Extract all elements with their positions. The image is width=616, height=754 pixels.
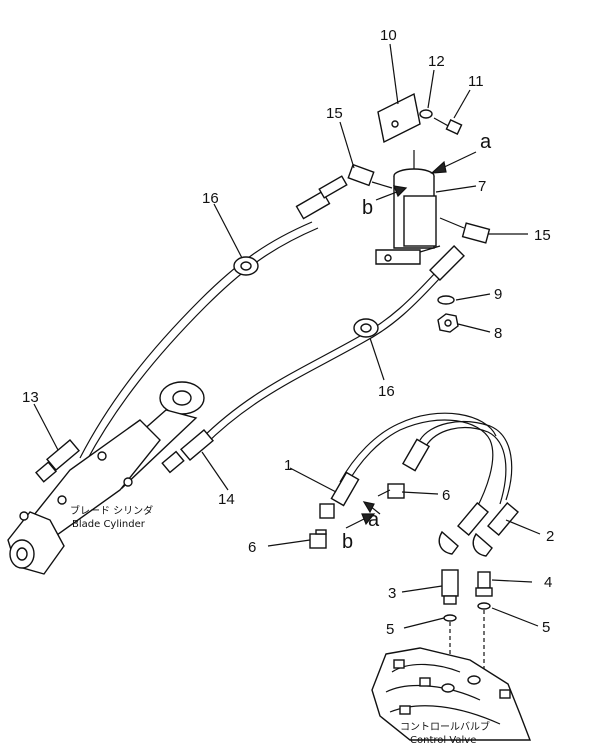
callout-7: 7 — [478, 178, 486, 195]
view-mark-b-low: b — [342, 531, 353, 553]
washer-part-9 — [437, 295, 455, 305]
valve-body-part-7 — [375, 150, 441, 265]
nut-part-8 — [437, 313, 459, 333]
caption-blade-cylinder-jp: ブレード シリンダ — [70, 504, 153, 517]
callout-9: 9 — [494, 286, 502, 303]
view-mark-a-low: a — [368, 509, 380, 531]
view-marks: a b a b — [342, 131, 492, 553]
view-arrow-b-low — [345, 513, 376, 529]
control-valve — [371, 647, 532, 741]
elbow-fitting-part-15-lower — [439, 217, 491, 244]
valve-assembly — [347, 92, 491, 333]
connector-part-3 — [441, 569, 459, 605]
connector-part-4 — [475, 571, 493, 597]
callout-6-lower: 6 — [248, 539, 256, 556]
grommet-part-16-upper — [233, 256, 259, 276]
callout-8: 8 — [494, 325, 502, 342]
callout-3: 3 — [388, 585, 396, 602]
callout-13: 13 — [22, 389, 39, 406]
caption-blade-cylinder-en: Blade Cylinder — [72, 519, 146, 530]
o-ring-part-5-right — [477, 602, 491, 610]
callout-4: 4 — [544, 574, 552, 591]
bolt-part-11 — [433, 117, 463, 135]
hose-part-2 — [401, 420, 519, 557]
callout-16-lower: 16 — [378, 383, 395, 400]
captions: ブレード シリンダ Blade Cylinder コントロールバルブ Contr… — [70, 504, 490, 746]
callout-labels: 10 12 11 15 7 15 16 9 8 16 13 14 1 2 6 6… — [22, 27, 554, 638]
view-arrow-a-top — [430, 151, 477, 174]
callout-11: 11 — [468, 73, 484, 90]
callout-14: 14 — [218, 491, 235, 508]
callout-10: 10 — [380, 27, 397, 44]
view-arrow-b-top — [375, 185, 408, 201]
elbow-fitting-part-15-upper — [347, 163, 393, 189]
fitting-part-6-upper — [377, 483, 405, 499]
blade-cylinder — [7, 381, 205, 575]
plate-part-10 — [377, 92, 421, 144]
callout-12: 12 — [428, 53, 445, 70]
grommet-part-16-lower — [353, 318, 379, 338]
callout-5-left: 5 — [386, 621, 394, 638]
callout-5-right: 5 — [542, 619, 550, 636]
callout-15-upper: 15 — [326, 105, 343, 122]
callout-6-upper: 6 — [442, 487, 450, 504]
view-mark-b-top: b — [362, 197, 373, 219]
hose-upper — [35, 175, 348, 483]
view-mark-a-top: a — [480, 131, 492, 153]
caption-control-valve-en: Control Valve — [410, 735, 476, 746]
hose-lower — [161, 245, 465, 474]
callout-16-upper: 16 — [202, 190, 219, 207]
callout-15-lower: 15 — [534, 227, 551, 244]
callout-2: 2 — [546, 528, 554, 545]
leader-lines — [33, 43, 541, 629]
o-ring-part-5-left — [443, 614, 457, 622]
caption-control-valve-jp: コントロールバルブ — [400, 720, 490, 733]
washer-part-12 — [419, 109, 433, 119]
view-arrow-a-low — [362, 501, 381, 515]
callout-1: 1 — [284, 457, 292, 474]
fitting-part-6-lower — [309, 529, 327, 549]
